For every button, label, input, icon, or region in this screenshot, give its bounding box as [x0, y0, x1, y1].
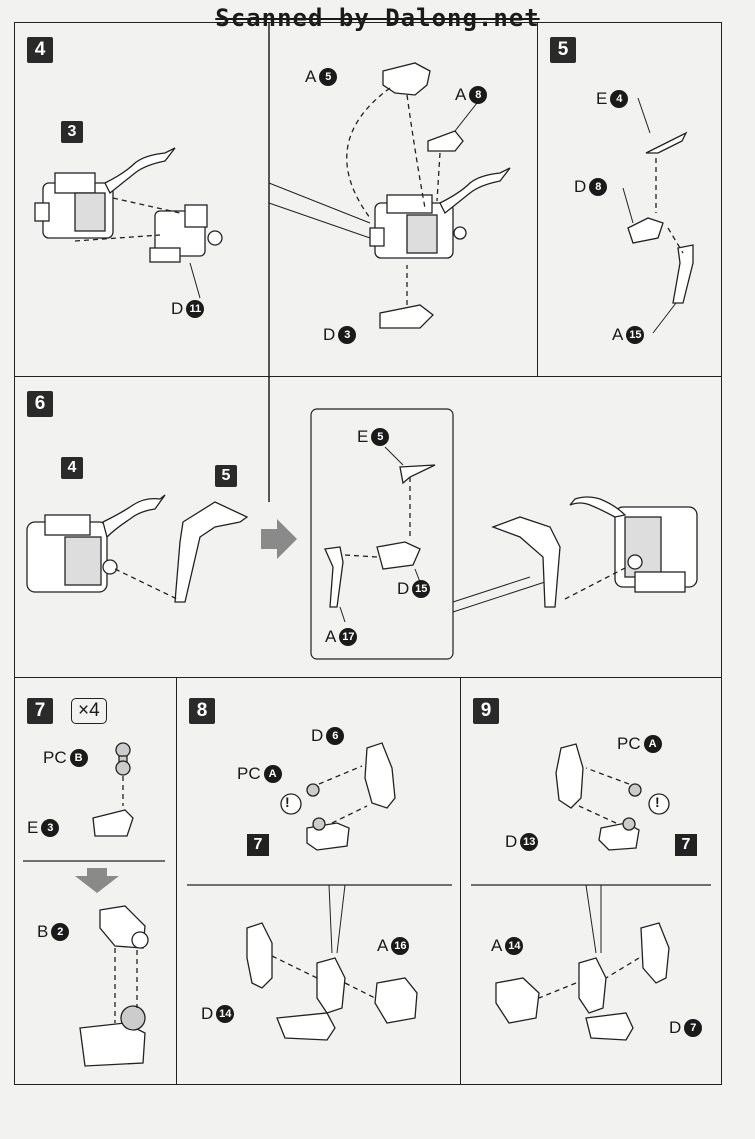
- sub-step-7-badge: 7: [675, 834, 697, 856]
- sub-step-7-badge: 7: [247, 834, 269, 856]
- step-4-panel: 4: [14, 22, 538, 378]
- quantity-multiplier: ×4: [71, 698, 107, 724]
- warning-icon: !: [285, 794, 290, 810]
- step-9-illustration: [471, 743, 711, 1041]
- step-number: 8: [189, 698, 215, 724]
- step-6-illustration: [26, 377, 698, 660]
- step-5-illustration: [622, 97, 694, 334]
- step-number: 5: [550, 37, 576, 63]
- step-4-illustration: [34, 23, 511, 378]
- sub-step-4-badge: 4: [61, 457, 83, 479]
- warning-icon: !: [655, 794, 660, 810]
- step-number: 4: [27, 37, 53, 63]
- step-number: 7: [27, 698, 53, 724]
- step-number: 6: [27, 391, 53, 417]
- sub-step-5-badge: 5: [215, 465, 237, 487]
- step-6-panel: 6: [14, 376, 722, 678]
- step-number: 9: [473, 698, 499, 724]
- sub-step-3-badge: 3: [61, 121, 83, 143]
- step-7-illustration: [23, 742, 165, 1067]
- step-8-illustration: [187, 742, 452, 1041]
